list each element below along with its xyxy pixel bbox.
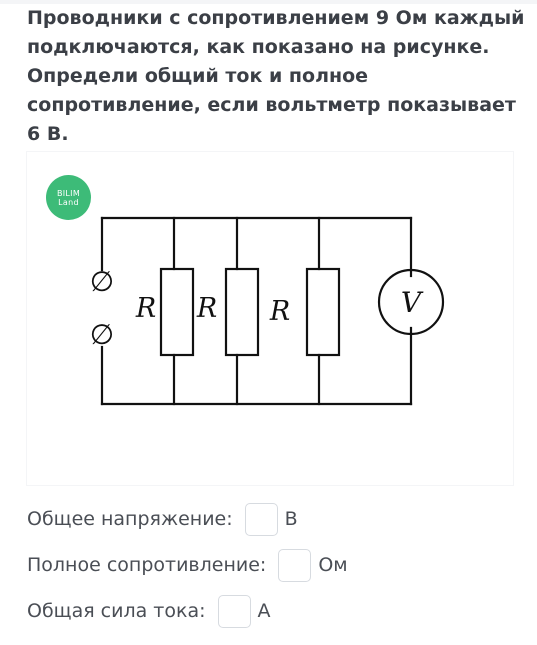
answer-row-voltage: Общее напряжение: В <box>27 500 298 538</box>
voltage-label: Общее напряжение: <box>27 508 233 530</box>
answer-row-current: Общая сила тока: А <box>27 592 271 630</box>
voltmeter-label: V <box>401 286 424 319</box>
question-text: Проводники с сопротивлением 9 Ом каждый … <box>27 7 525 145</box>
top-divider <box>0 0 537 4</box>
logo-line-1: BILIM <box>56 188 81 198</box>
current-unit: А <box>257 600 271 622</box>
resistance-label: Полное сопротивление: <box>27 554 267 576</box>
resistor-label-2: R <box>196 293 217 324</box>
terminal-upper: ∅ <box>90 265 114 298</box>
resistance-input[interactable] <box>278 548 312 582</box>
current-label: Общая сила тока: <box>27 600 206 622</box>
resistor-2 <box>224 267 260 357</box>
current-input[interactable] <box>217 594 251 628</box>
bilimland-logo: BILIM Land <box>46 175 91 220</box>
resistor-1 <box>159 267 195 357</box>
resistor-label-1: R <box>135 293 156 324</box>
circuit-diagram: R R R V ∅ ∅ <box>90 216 445 406</box>
resistor-label-3: R <box>269 296 290 327</box>
resistor-3 <box>305 267 341 357</box>
voltage-unit: В <box>284 508 298 530</box>
voltage-input[interactable] <box>244 502 278 536</box>
answer-row-resistance: Полное сопротивление: Ом <box>27 546 348 584</box>
logo-line-2: Land <box>58 197 79 207</box>
terminal-lower: ∅ <box>90 318 114 351</box>
resistance-unit: Ом <box>318 554 348 576</box>
voltmeter <box>377 268 445 336</box>
circuit-figure: R R R V ∅ ∅ BILIM Land <box>27 152 513 485</box>
